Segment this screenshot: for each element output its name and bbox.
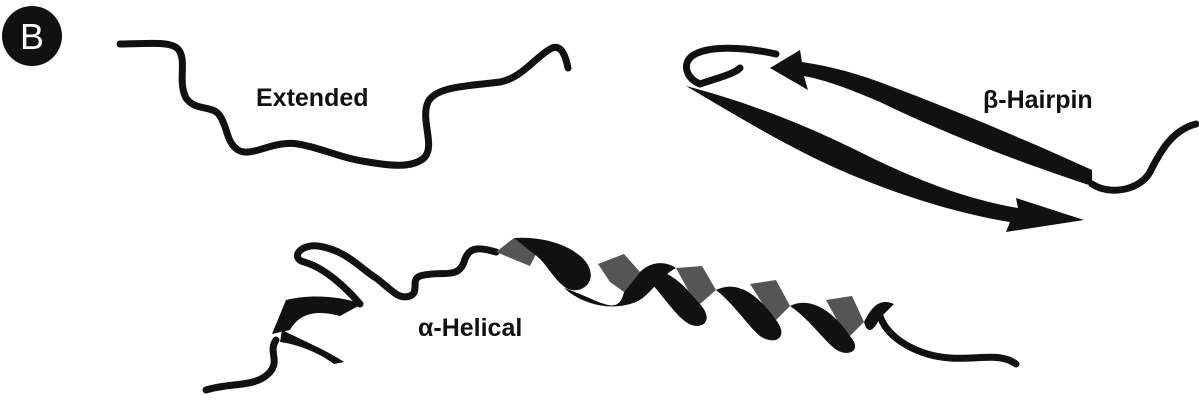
hairpin-strand-upper bbox=[770, 50, 1092, 186]
hairpin-tail bbox=[1092, 124, 1196, 190]
beta-hairpin-structure: β-Hairpin bbox=[686, 48, 1196, 232]
helix-loop bbox=[297, 246, 496, 304]
helix-n-tail bbox=[206, 340, 276, 390]
helix-c-tail bbox=[880, 316, 1016, 364]
helix-n-turn-1 bbox=[272, 297, 362, 334]
extended-structure: Extended bbox=[120, 43, 568, 165]
hairpin-turn-inner bbox=[700, 68, 740, 84]
hairpin-label: β-Hairpin bbox=[983, 86, 1093, 114]
panel-letter: B bbox=[20, 16, 44, 57]
helical-label: α-Helical bbox=[418, 314, 522, 342]
alpha-helical-structure: α-Helical bbox=[206, 238, 1016, 390]
panel-badge: B bbox=[2, 6, 62, 66]
extended-label: Extended bbox=[256, 84, 369, 112]
hairpin-turn bbox=[686, 48, 776, 84]
helix-n-turn-2 bbox=[280, 330, 344, 364]
